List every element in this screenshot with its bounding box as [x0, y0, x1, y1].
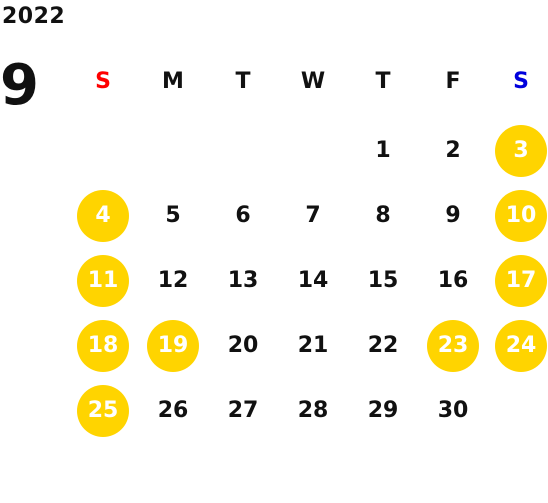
- calendar-date[interactable]: 7: [305, 203, 321, 228]
- highlighted-date[interactable]: 10: [495, 190, 547, 242]
- calendar-date[interactable]: 15: [367, 268, 399, 293]
- highlighted-date[interactable]: 3: [495, 125, 547, 177]
- calendar-date[interactable]: 8: [375, 203, 391, 228]
- calendar-date[interactable]: 16: [437, 268, 469, 293]
- weekday-tue: T: [235, 69, 251, 94]
- highlighted-date[interactable]: 23: [427, 320, 479, 372]
- highlighted-date[interactable]: 25: [77, 385, 129, 437]
- weekday-sun: S: [95, 69, 111, 94]
- weekday-fri: F: [445, 69, 461, 94]
- highlighted-date[interactable]: 4: [77, 190, 129, 242]
- month-number: 9: [0, 53, 39, 118]
- highlighted-date[interactable]: 17: [495, 255, 547, 307]
- calendar-date[interactable]: 26: [157, 398, 189, 423]
- calendar-date[interactable]: 5: [165, 203, 181, 228]
- calendar-date[interactable]: 21: [297, 333, 329, 358]
- calendar-date[interactable]: 30: [437, 398, 469, 423]
- calendar-date[interactable]: 6: [235, 203, 251, 228]
- highlighted-date[interactable]: 24: [495, 320, 547, 372]
- calendar-date[interactable]: 22: [367, 333, 399, 358]
- year-label: 2022: [2, 4, 66, 29]
- calendar-date[interactable]: 29: [367, 398, 399, 423]
- weekday-mon: M: [162, 69, 184, 94]
- calendar-date[interactable]: 2: [445, 138, 461, 163]
- calendar-date[interactable]: 20: [227, 333, 259, 358]
- weekday-thu: T: [375, 69, 391, 94]
- calendar-date[interactable]: 12: [157, 268, 189, 293]
- calendar-date[interactable]: 9: [445, 203, 461, 228]
- calendar-date[interactable]: 27: [227, 398, 259, 423]
- highlighted-date[interactable]: 19: [147, 320, 199, 372]
- highlighted-date[interactable]: 11: [77, 255, 129, 307]
- highlighted-date[interactable]: 18: [77, 320, 129, 372]
- calendar-date[interactable]: 1: [375, 138, 391, 163]
- weekday-sat: S: [513, 69, 529, 94]
- calendar-date[interactable]: 13: [227, 268, 259, 293]
- weekday-wed: W: [300, 69, 326, 94]
- calendar-date[interactable]: 28: [297, 398, 329, 423]
- calendar-date[interactable]: 14: [297, 268, 329, 293]
